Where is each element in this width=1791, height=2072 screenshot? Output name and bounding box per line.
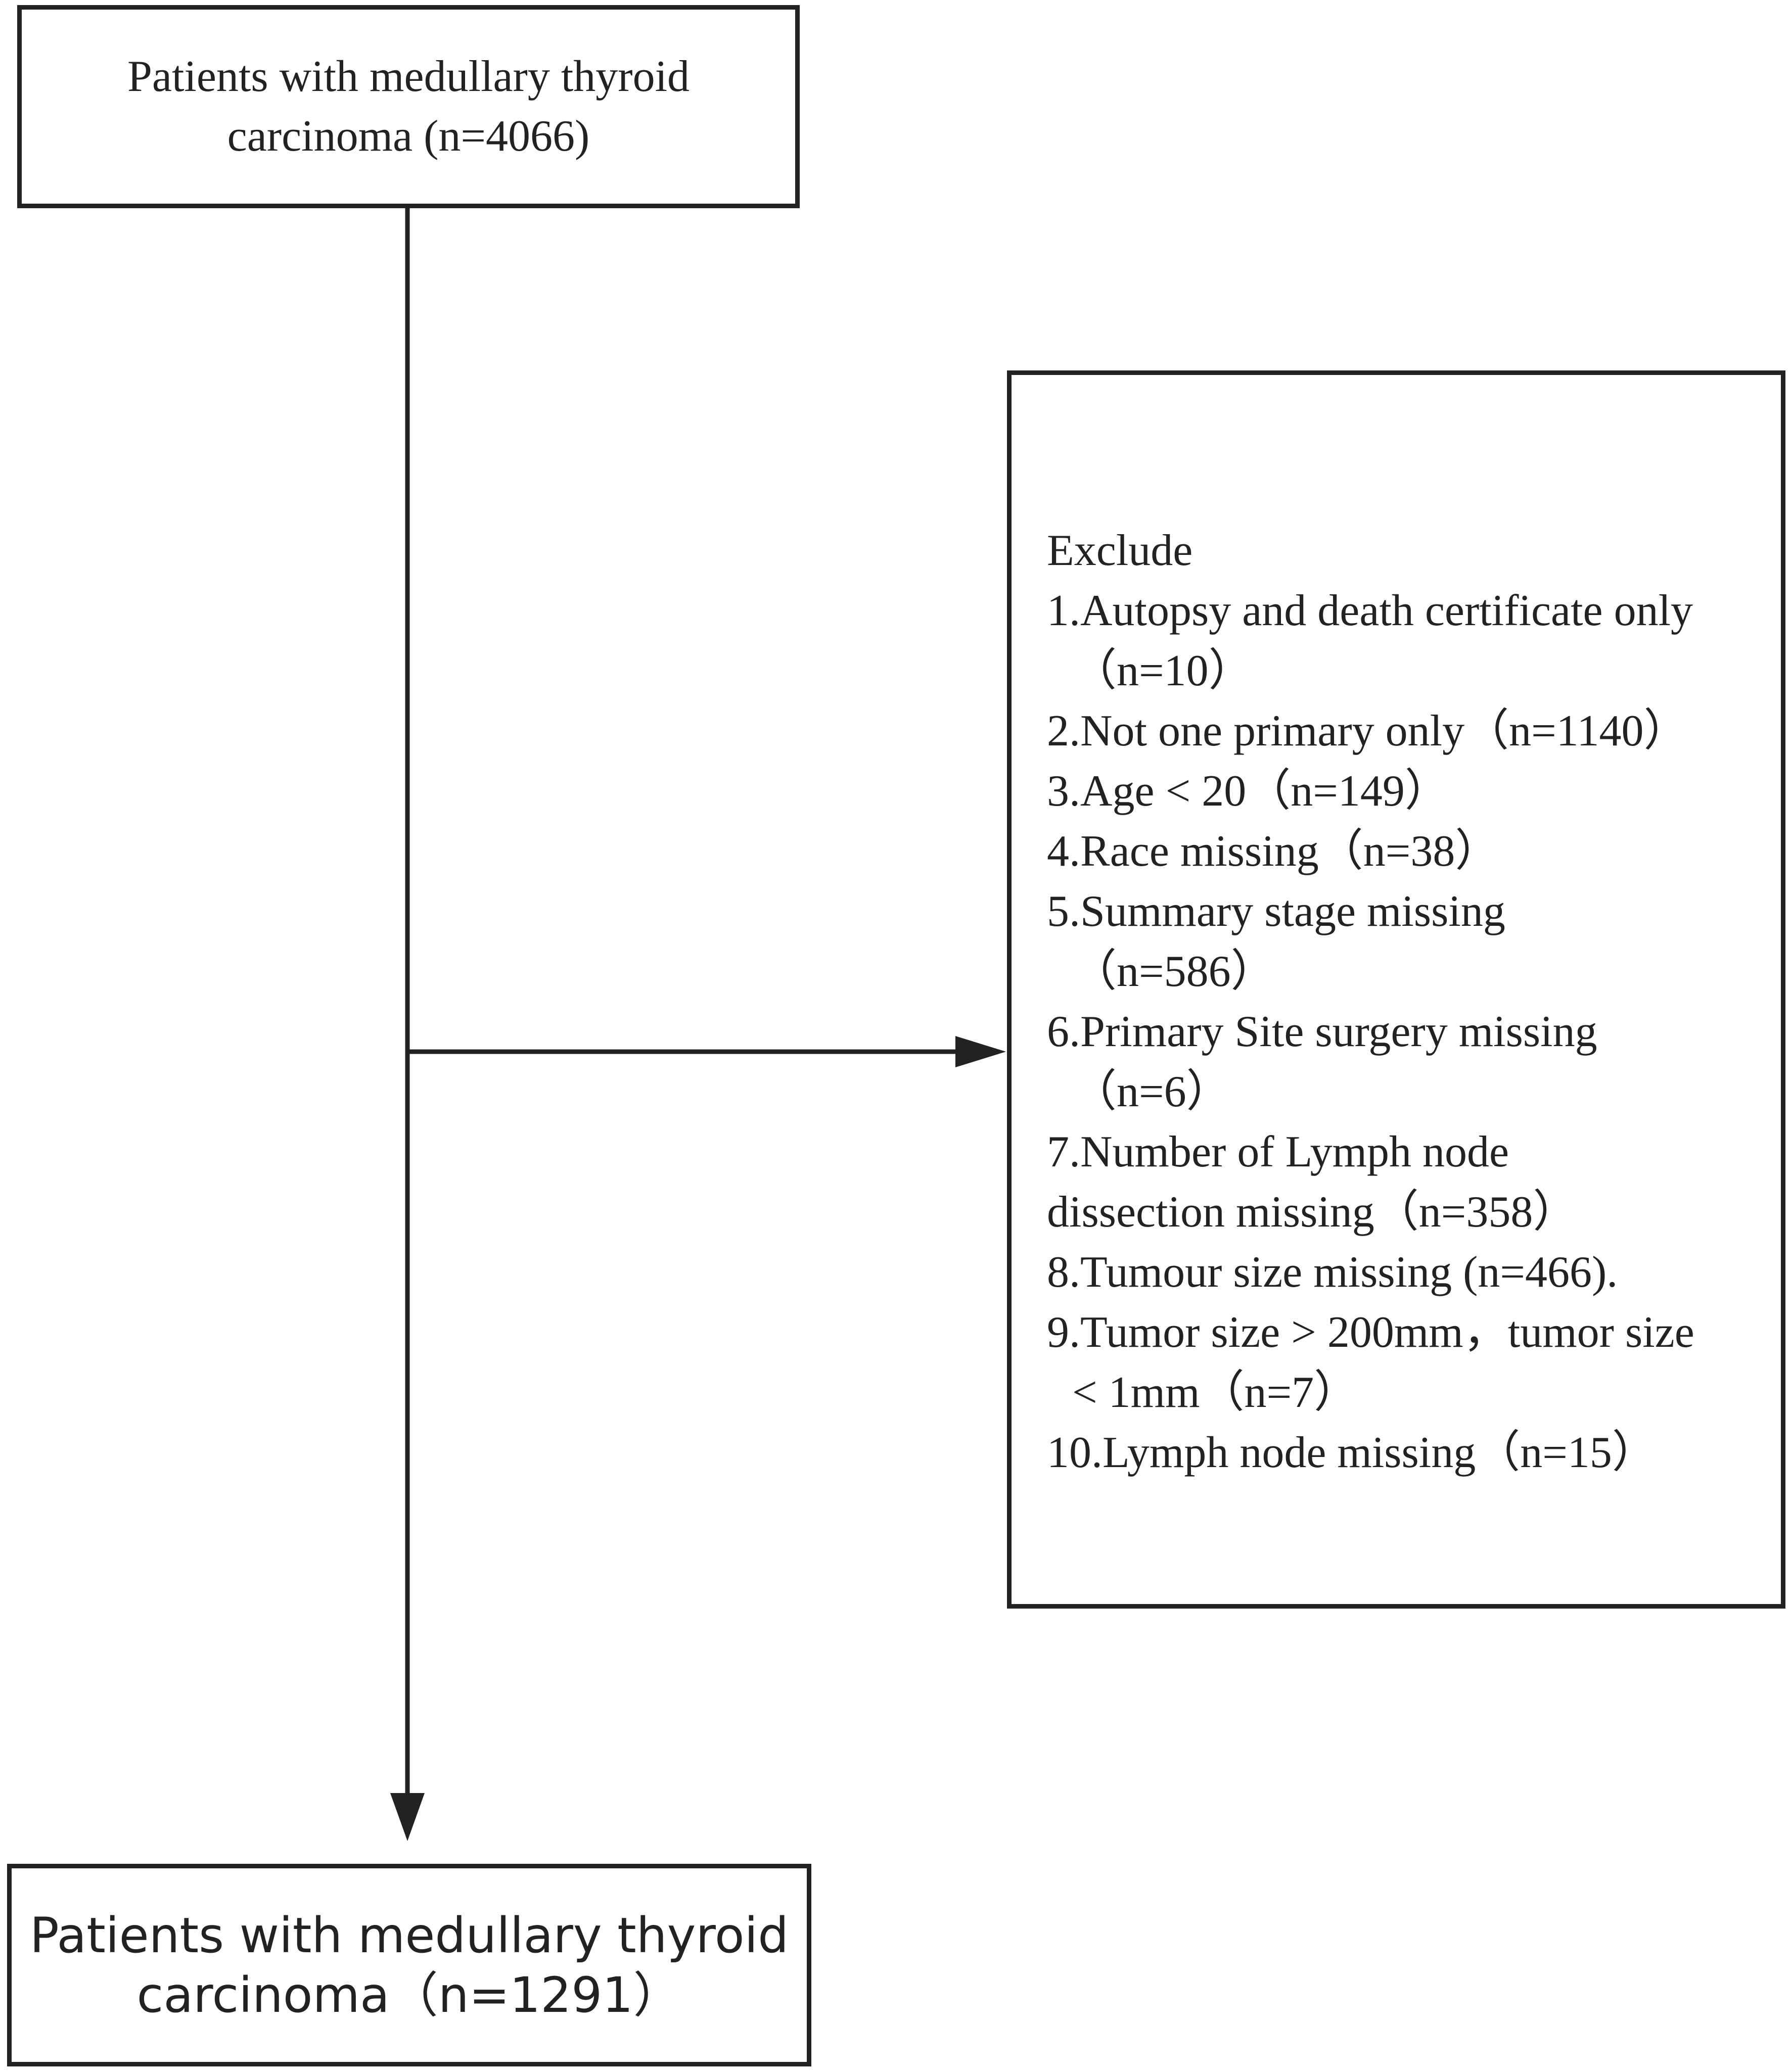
exclusion-item-7: 7.Number of Lymph node — [1047, 1127, 1509, 1176]
exclusion-item-4: 4.Race missing（n=38） — [1047, 827, 1500, 876]
final-cohort-line-2: carcinoma（n=1291） — [136, 1966, 682, 2023]
exclusion-item-8: 8.Tumour size missing (n=466). — [1047, 1248, 1618, 1297]
exclusion-item-9-cont: < 1mm（n=7） — [1072, 1368, 1359, 1417]
exclusion-item-9: 9.Tumor size > 200mm，tumor size — [1047, 1308, 1694, 1357]
exclusion-item-6-count: （n=6） — [1072, 1067, 1231, 1116]
right-arrowhead — [955, 1036, 1006, 1067]
exclusion-criteria-box: Exclude 1.Autopsy and death certificate … — [1007, 370, 1785, 1609]
exclusion-item-10: 10.Lymph node missing（n=15） — [1047, 1428, 1657, 1477]
exclusion-item-7-cont: dissection missing（n=358） — [1047, 1188, 1578, 1237]
exclusion-criteria-list: Exclude 1.Autopsy and death certificate … — [1047, 521, 1771, 1483]
initial-cohort-box: Patients with medullary thyroid carcinom… — [17, 5, 800, 208]
exclusion-item-5-count: （n=586） — [1072, 947, 1275, 996]
exclusion-item-1: 1.Autopsy and death certificate only — [1047, 586, 1693, 635]
down-arrowhead — [390, 1793, 425, 1841]
final-cohort-line-1: Patients with medullary thyroid — [29, 1907, 789, 1964]
exclusion-item-1-count: （n=10） — [1072, 646, 1253, 695]
exclusion-item-3: 3.Age < 20（n=149） — [1047, 767, 1449, 816]
exclusion-item-6: 6.Primary Site surgery missing — [1047, 1007, 1597, 1056]
final-cohort-box: Patients with medullary thyroid carcinom… — [7, 1864, 811, 2066]
initial-cohort-line-2: carcinoma (n=4066) — [227, 112, 590, 161]
exclude-heading: Exclude — [1047, 526, 1193, 575]
exclusion-item-2: 2.Not one primary only（n=1140） — [1047, 707, 1688, 756]
exclusion-item-5: 5.Summary stage missing — [1047, 887, 1505, 936]
initial-cohort-line-1: Patients with medullary thyroid — [127, 52, 690, 101]
